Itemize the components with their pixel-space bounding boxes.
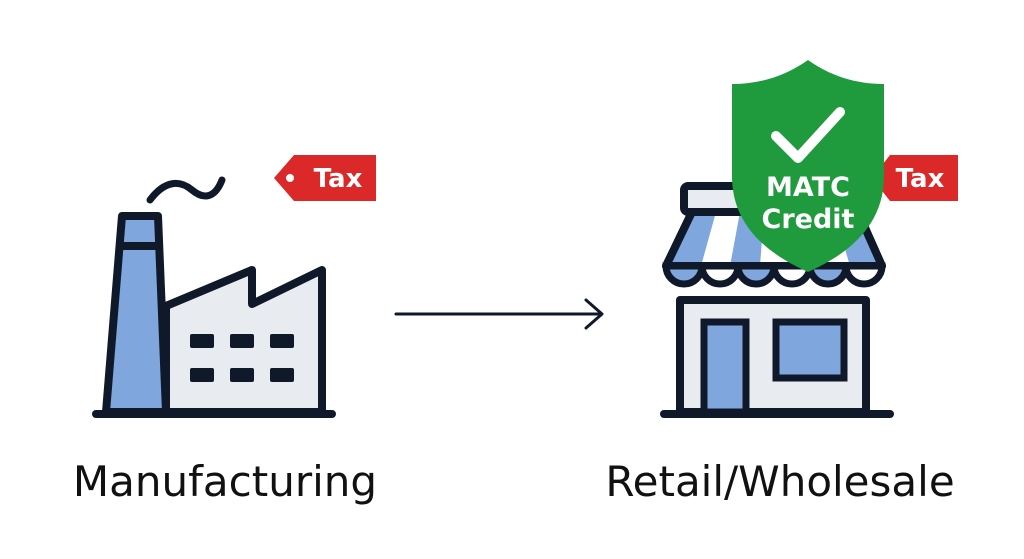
shield-check-icon: MATC Credit <box>732 60 884 272</box>
retail-wholesale-label: Retail/Wholesale <box>605 457 955 506</box>
factory-tax-tag: Tax <box>274 155 376 201</box>
factory-windows <box>190 334 294 382</box>
factory-icon <box>92 176 336 418</box>
manufacturing-label: Manufacturing <box>72 457 378 506</box>
retail-tax-tag: Tax <box>872 155 958 201</box>
credit-badge-line2: Credit <box>762 204 855 235</box>
retail-tax-label: Tax <box>896 164 945 194</box>
smoke-icon <box>146 176 226 204</box>
checkmark-icon <box>771 107 845 163</box>
factory-tax-label: Tax <box>314 164 363 194</box>
credit-badge-line1: MATC <box>766 172 850 203</box>
flow-arrow <box>394 298 604 330</box>
